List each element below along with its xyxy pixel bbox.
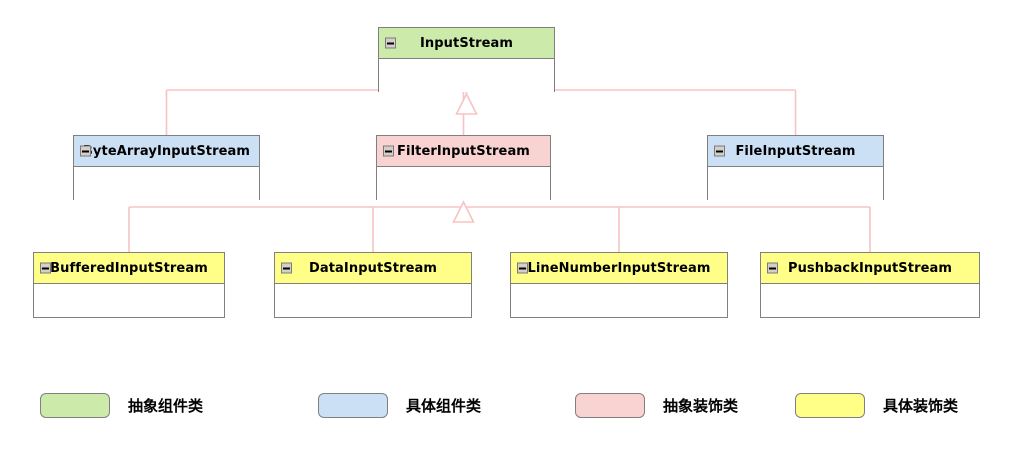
legend-label: 具体组件类 (406, 397, 482, 415)
uml-class-header: LineNumberInputStream (511, 253, 727, 284)
uml-class-header: ByteArrayInputStream (74, 136, 259, 167)
collapse-minus-icon[interactable] (383, 145, 394, 157)
legend-swatch (575, 393, 645, 418)
uml-class-header: InputStream (379, 28, 554, 59)
uml-class-members (377, 167, 550, 200)
uml-class-title: LineNumberInputStream (527, 260, 711, 276)
uml-class-members (761, 284, 979, 317)
legend-swatch (318, 393, 388, 418)
uml-class-title: BufferedInputStream (50, 260, 208, 276)
legend-item-concrete-decorator: 具体装饰类 (795, 393, 958, 418)
legend-label: 抽象装饰类 (663, 397, 739, 415)
collapse-minus-icon[interactable] (385, 37, 396, 49)
uml-class-data-input-stream[interactable]: DataInputStream (274, 252, 472, 318)
uml-class-header: FileInputStream (708, 136, 883, 167)
uml-class-title: FileInputStream (735, 143, 856, 159)
legend-item-abstract-component: 抽象组件类 (40, 393, 203, 418)
uml-class-title: DataInputStream (308, 260, 438, 276)
uml-class-input-stream[interactable]: InputStream (378, 27, 555, 92)
uml-class-header: DataInputStream (275, 253, 471, 284)
collapse-minus-icon[interactable] (767, 262, 778, 274)
collapse-minus-icon[interactable] (714, 145, 725, 157)
uml-class-members (34, 284, 224, 317)
uml-class-title: ByteArrayInputStream (82, 143, 251, 159)
uml-class-members (708, 167, 883, 200)
uml-class-members (379, 59, 554, 92)
uml-class-title: PushbackInputStream (787, 260, 953, 276)
uml-class-byte-array-input-stream[interactable]: ByteArrayInputStream (73, 135, 260, 200)
legend-item-abstract-decorator: 抽象装饰类 (575, 393, 738, 418)
collapse-minus-icon[interactable] (281, 262, 292, 274)
uml-class-file-input-stream[interactable]: FileInputStream (707, 135, 884, 200)
uml-class-members (511, 284, 727, 317)
uml-class-header: FilterInputStream (377, 136, 550, 167)
legend-swatch (795, 393, 865, 418)
legend-label: 抽象组件类 (128, 397, 204, 415)
uml-class-members (74, 167, 259, 200)
collapse-minus-icon[interactable] (40, 262, 51, 274)
collapse-minus-icon[interactable] (517, 262, 528, 274)
legend-swatch (40, 393, 110, 418)
uml-class-pushback-input-stream[interactable]: PushbackInputStream (760, 252, 980, 318)
uml-class-line-number-input-stream[interactable]: LineNumberInputStream (510, 252, 728, 318)
legend-item-concrete-component: 具体组件类 (318, 393, 481, 418)
uml-class-title: InputStream (419, 35, 514, 51)
uml-class-filter-input-stream[interactable]: FilterInputStream (376, 135, 551, 200)
uml-class-buffered-input-stream[interactable]: BufferedInputStream (33, 252, 225, 318)
uml-class-header: PushbackInputStream (761, 253, 979, 284)
collapse-minus-icon[interactable] (80, 145, 91, 157)
uml-class-members (275, 284, 471, 317)
legend-label: 具体装饰类 (883, 397, 959, 415)
uml-class-title: FilterInputStream (397, 143, 530, 159)
uml-class-header: BufferedInputStream (34, 253, 224, 284)
